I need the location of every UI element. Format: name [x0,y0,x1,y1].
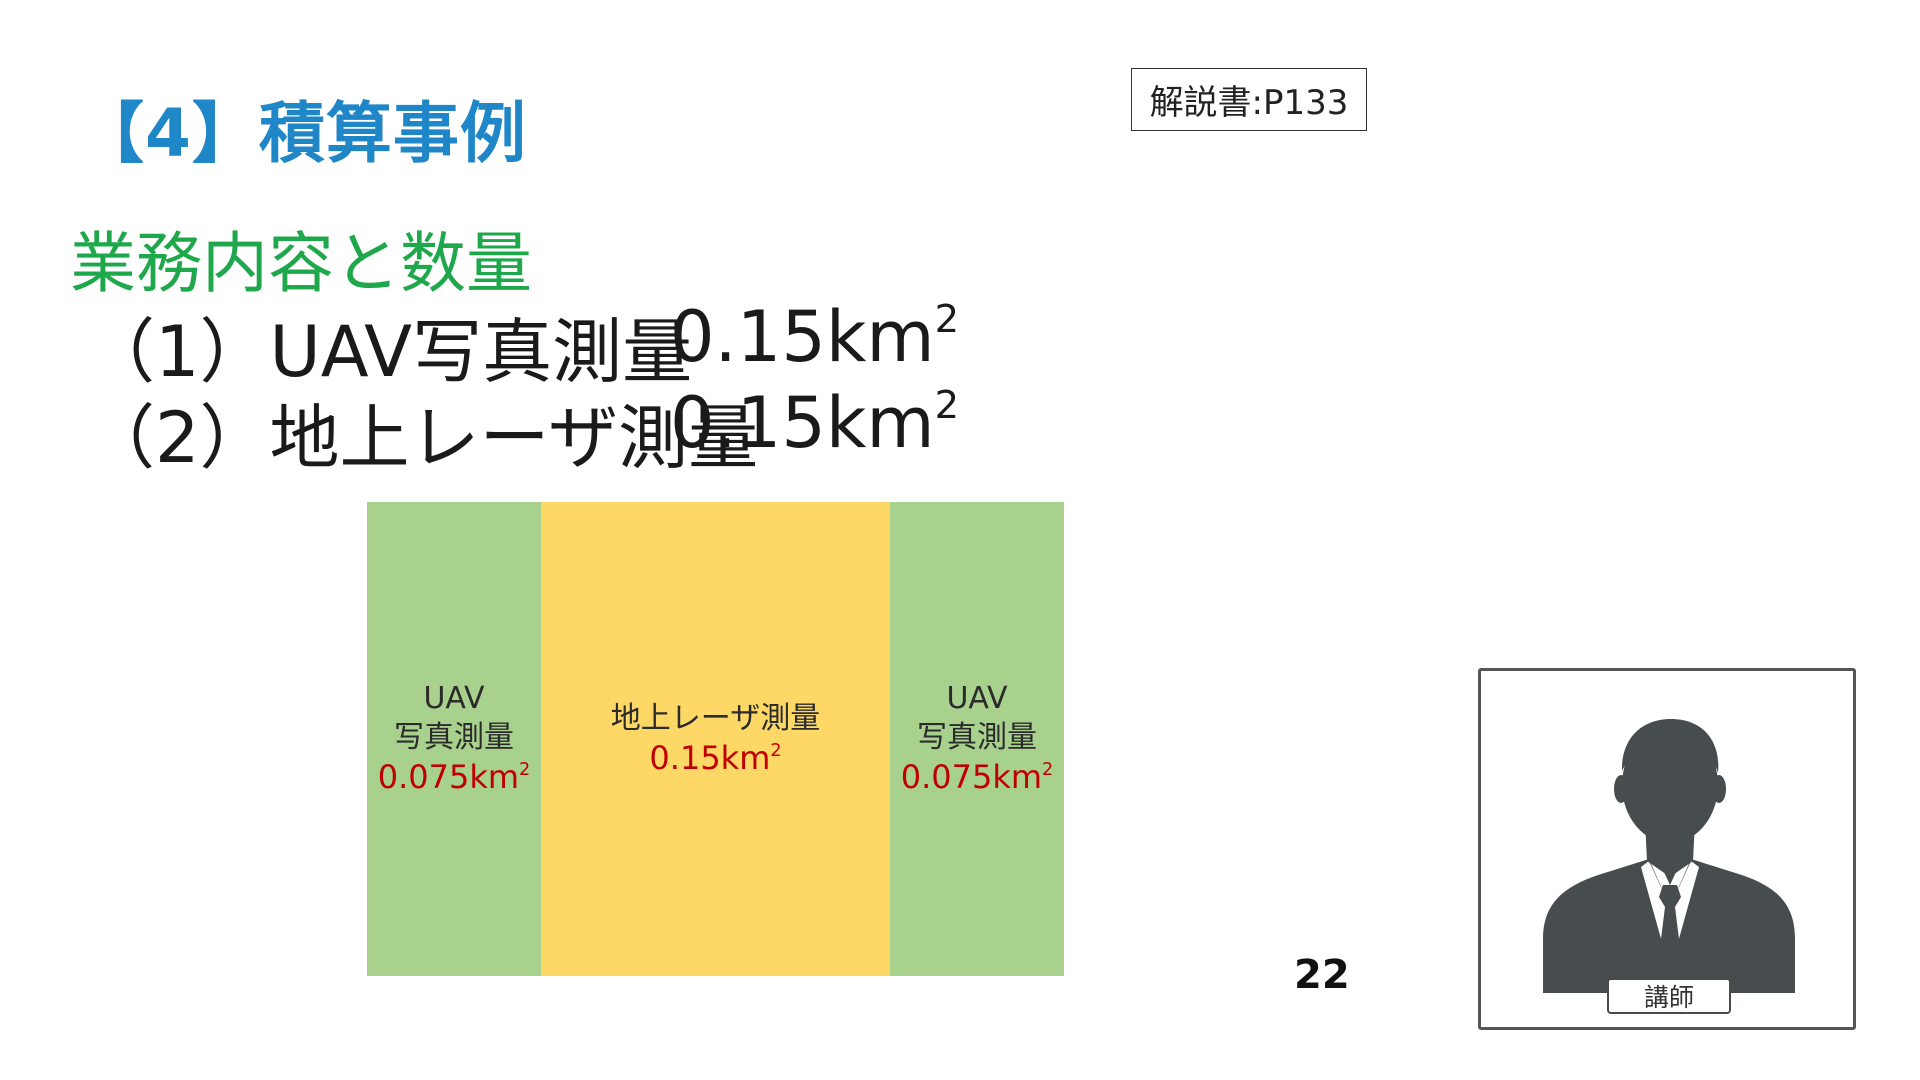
quantity-label: （2）地上レーザ測量 [85,397,759,479]
survey-area-diagram: UAV 写真測量 0.075km2 地上レーザ測量 0.15km2 UAV 写真… [367,502,1064,976]
zone-area: 0.075km2 [377,758,531,797]
zone-uav-right: UAV 写真測量 0.075km2 [890,502,1064,976]
zone-label: UAV [423,681,485,717]
section-subtitle: 業務内容と数量 [70,225,532,302]
zone-area: 0.15km2 [649,738,782,777]
reference-box: 解説書:P133 [1131,68,1367,131]
zone-label: 地上レーザ測量 [610,700,821,736]
quantity-value: 0.15km2 [670,382,960,464]
person-silhouette-icon [1543,719,1795,993]
zone-area: 0.075km2 [900,758,1054,797]
quantity-label: （1）UAV写真測量 [85,311,693,393]
zone-label: 写真測量 [394,720,514,756]
zone-laser-center: 地上レーザ測量 0.15km2 [541,502,890,976]
slide-title: 【4】積算事例 [78,95,527,172]
zone-label: 写真測量 [917,720,1037,756]
presenter-name-tag: 講師 [1607,978,1731,1014]
zone-uav-left: UAV 写真測量 0.075km2 [367,502,541,976]
zone-label: UAV [946,681,1008,717]
quantity-value: 0.15km2 [670,296,960,378]
presenter-video-frame: 講師 [1478,668,1856,1030]
page-number: 22 [1294,952,1350,998]
